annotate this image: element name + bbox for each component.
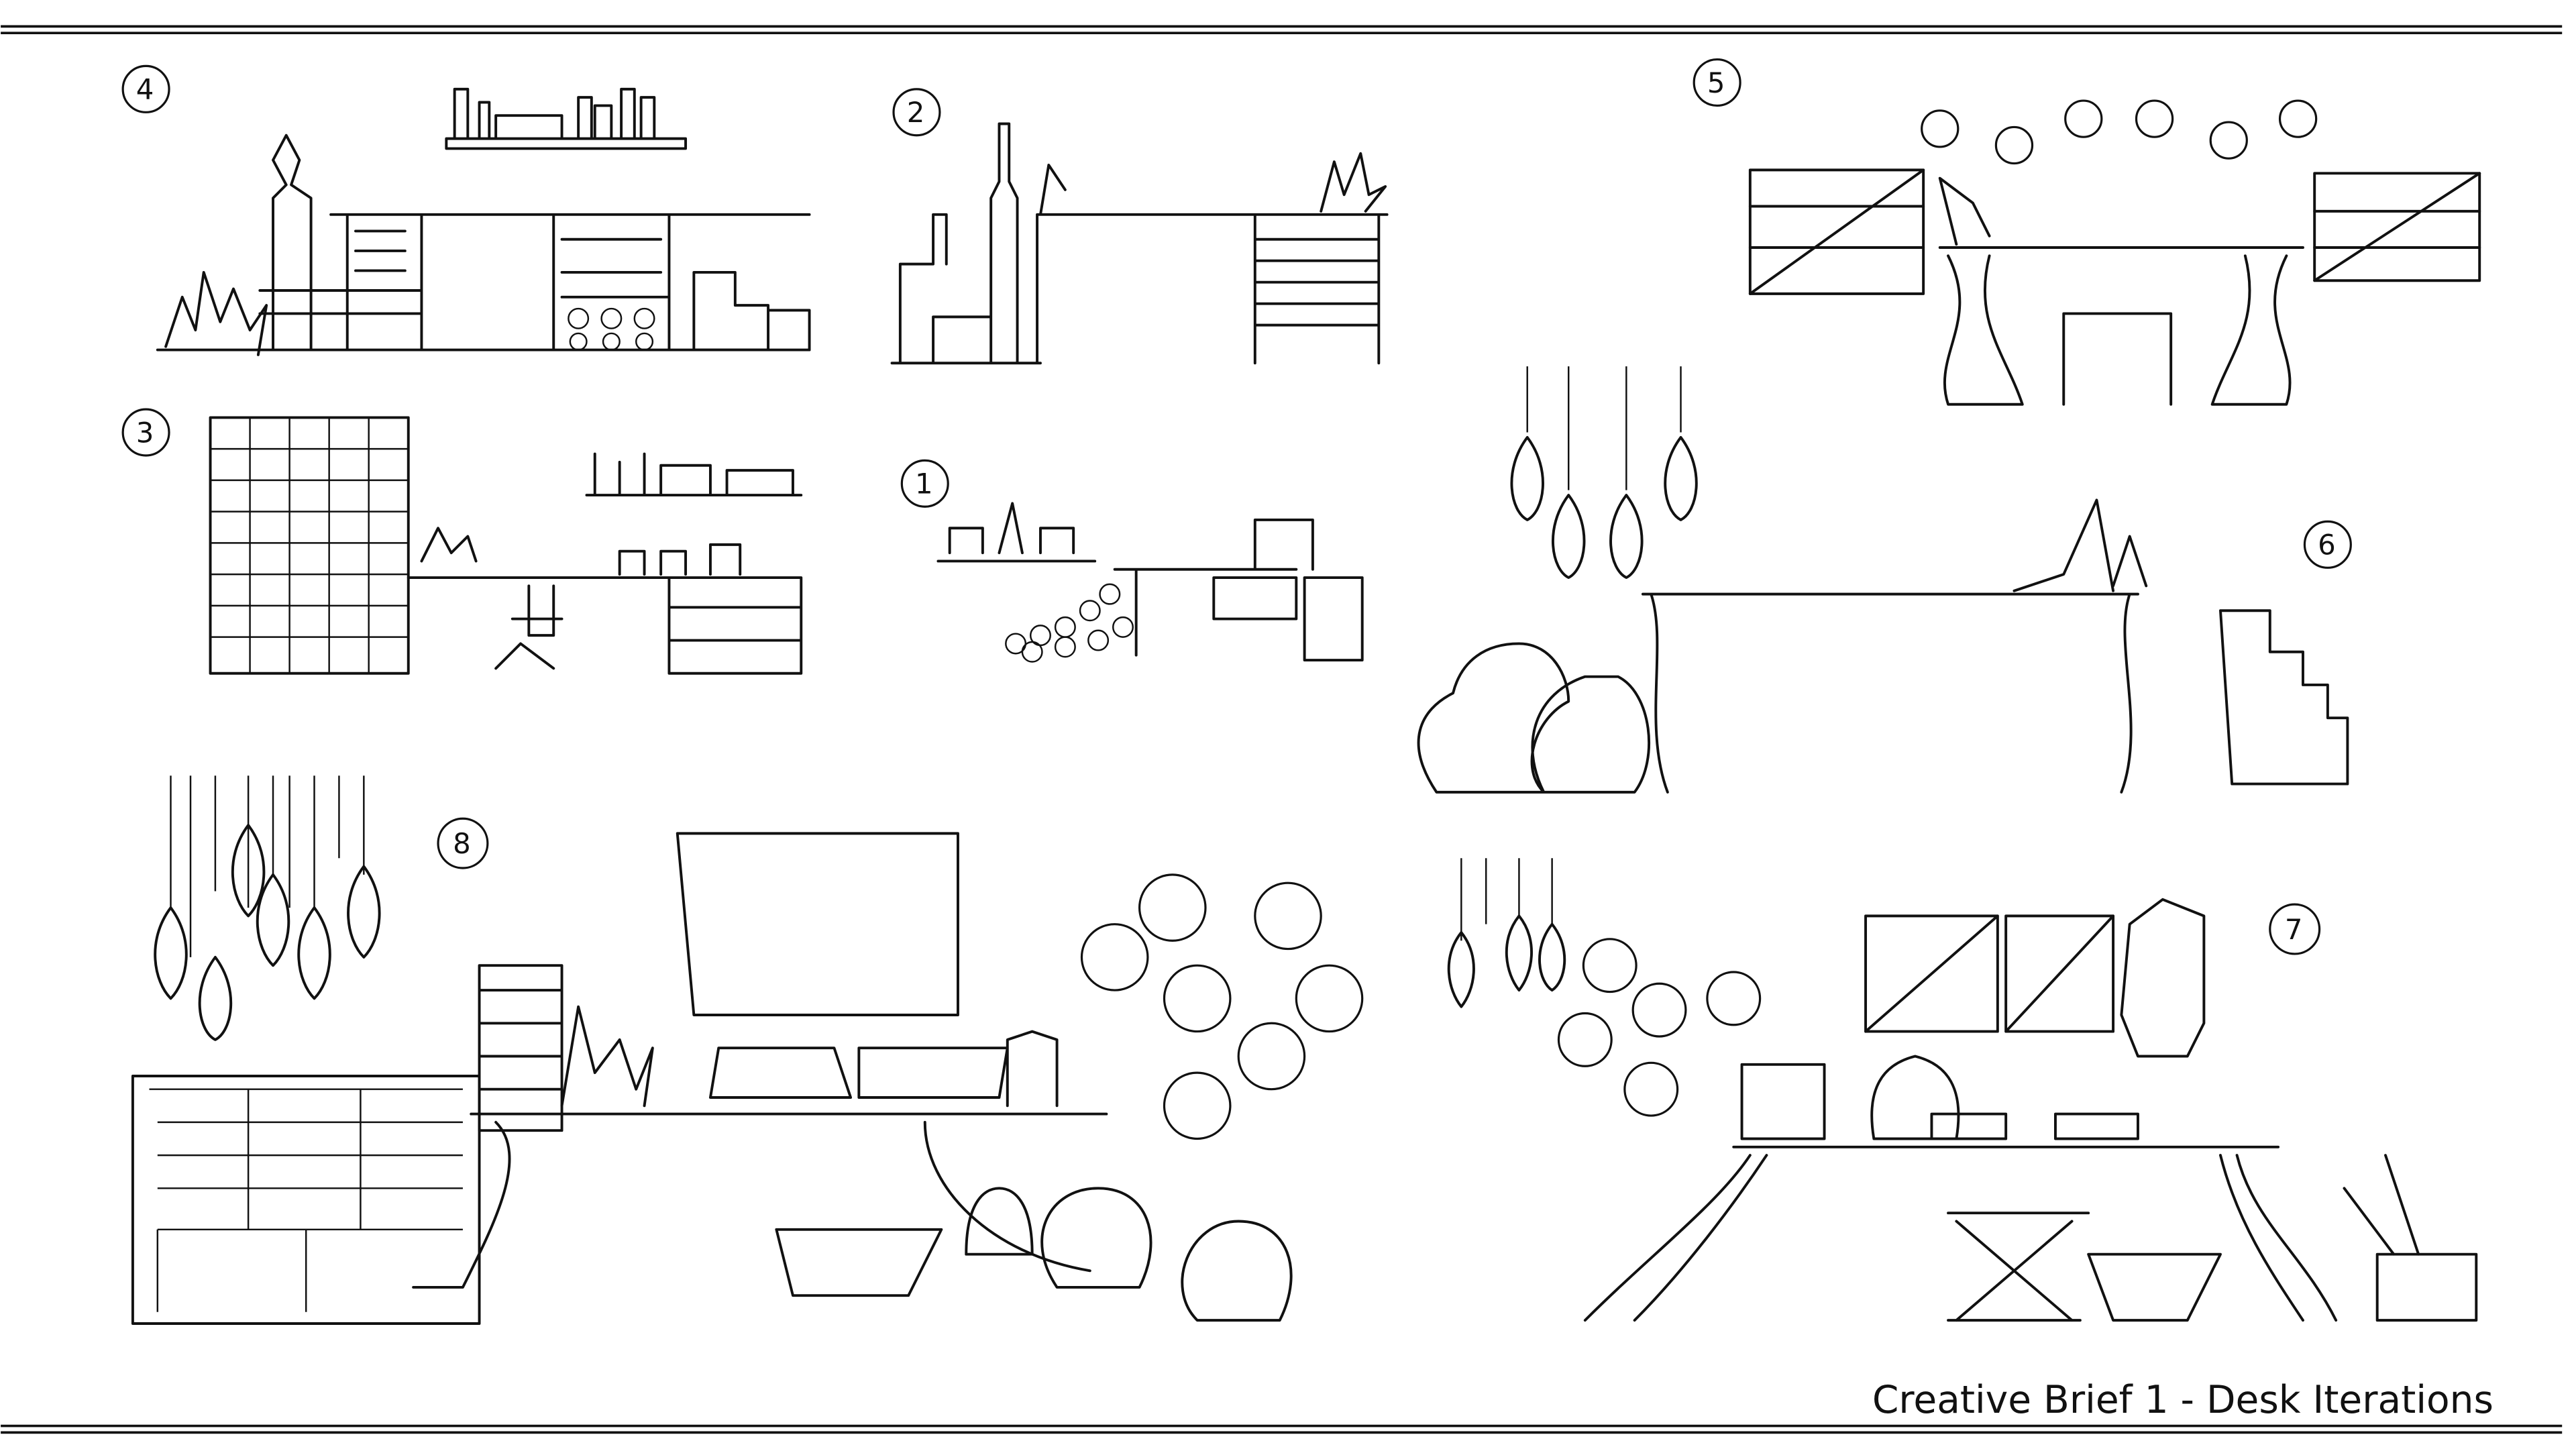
top-divider <box>1 25 2563 35</box>
iteration-2-sketch: 2 <box>890 88 1389 365</box>
iteration-number: 2 <box>907 96 925 129</box>
iteration-5-sketch: 5 <box>1693 58 2481 406</box>
iteration-number: 5 <box>1707 66 1725 99</box>
iteration-number: 1 <box>915 468 933 500</box>
iteration-7-sketch: 7 <box>1447 858 2478 1322</box>
bottom-divider <box>1 1424 2563 1434</box>
sheet-title: Creative Brief 1 - Desk Iterations <box>1872 1378 2493 1422</box>
iteration-number: 7 <box>2285 913 2303 946</box>
iteration-4-sketch: 4 <box>121 64 811 356</box>
iteration-8-sketch: 8 <box>131 775 1364 1325</box>
iteration-1-sketch: 1 <box>900 459 1364 663</box>
iteration-number: 3 <box>136 416 154 449</box>
iteration-number: 8 <box>453 827 471 860</box>
iteration-number: 4 <box>136 73 154 106</box>
iteration-6-sketch: 6 <box>1417 366 2352 794</box>
iteration-3-sketch: 3 <box>121 408 803 675</box>
iteration-number: 6 <box>2318 529 2336 561</box>
